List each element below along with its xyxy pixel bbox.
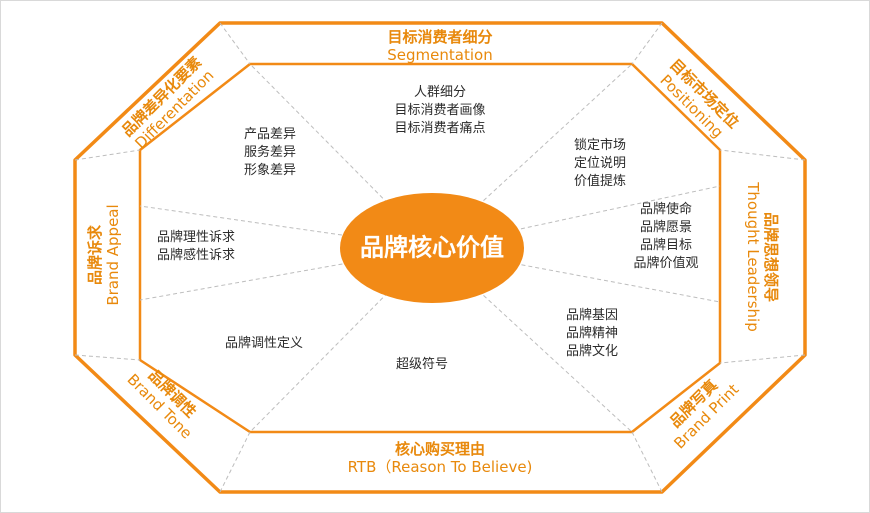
- inner-right-item: 品牌使命: [639, 202, 693, 217]
- inner-bottom-item: 超级符号: [395, 357, 449, 372]
- inner-top-item: 人群细分: [413, 85, 467, 100]
- segment-top-cn: 目标消费者细分: [387, 28, 493, 46]
- core-value-ellipse: [340, 193, 524, 303]
- segment-top: 目标消费者细分 Segmentation: [387, 28, 492, 64]
- inner-top-item: 目标消费者痛点: [394, 121, 486, 136]
- inner-left-item: 品牌感性诉求: [156, 248, 236, 263]
- inner-right-item: 品牌目标: [639, 238, 693, 253]
- segment-top-en: Segmentation: [387, 46, 493, 64]
- inner-top-left-item: 产品差异: [243, 127, 297, 142]
- core-value-label: 品牌核心价值: [360, 233, 504, 262]
- segment-right-cn: 品牌思想领导: [762, 211, 780, 303]
- inner-right-item: 品牌愿景: [639, 220, 693, 235]
- inner-right: 品牌使命 品牌愿景 品牌目标 品牌价值观: [633, 201, 698, 273]
- inner-right-item: 品牌价值观: [633, 256, 699, 271]
- inner-top-item: 目标消费者画像: [394, 103, 486, 118]
- segment-right-en: Thought Leadership: [744, 182, 762, 332]
- octagon-connectors: [74, 22, 806, 493]
- segment-bottom-en: RTB（Reason To Believe): [347, 458, 533, 476]
- inner-top-left: 产品差异 服务差异 形象差异: [244, 126, 296, 180]
- inner-bottom-right-item: 品牌文化: [565, 344, 619, 359]
- segment-left-cn: 品牌诉求: [86, 225, 104, 286]
- inner-top-right-item: 锁定市场: [573, 138, 627, 153]
- inner-bottom-left-item: 品牌调性定义: [224, 336, 304, 351]
- inner-bottom: 超级符号: [396, 356, 448, 374]
- inner-bottom-right-item: 品牌精神: [565, 326, 619, 341]
- inner-left: 品牌理性诉求 品牌感性诉求: [157, 229, 235, 265]
- inner-top-right: 锁定市场 定位说明 价值提炼: [574, 137, 626, 191]
- inner-top: 人群细分 目标消费者画像 目标消费者痛点: [394, 84, 485, 138]
- inner-bottom-left: 品牌调性定义: [225, 335, 303, 353]
- inner-bottom-right: 品牌基因 品牌精神 品牌文化: [566, 307, 618, 361]
- segment-bottom-cn: 核心购买理由: [394, 440, 486, 458]
- inner-bottom-right-item: 品牌基因: [565, 308, 619, 323]
- inner-left-item: 品牌理性诉求: [156, 230, 236, 245]
- inner-top-left-item: 服务差异: [243, 145, 297, 160]
- inner-top-left-item: 形象差异: [243, 163, 297, 178]
- inner-top-right-item: 定位说明: [573, 156, 627, 171]
- segment-right: 品牌思想领导 Thought Leadership: [744, 182, 780, 331]
- segment-left: 品牌诉求 Brand Appeal: [86, 204, 122, 305]
- inner-octagon: [138, 62, 722, 434]
- inner-top-right-item: 价值提炼: [573, 174, 627, 189]
- segment-left-en: Brand Appeal: [104, 204, 122, 306]
- segment-bottom: 核心购买理由 RTB（Reason To Believe): [348, 440, 533, 476]
